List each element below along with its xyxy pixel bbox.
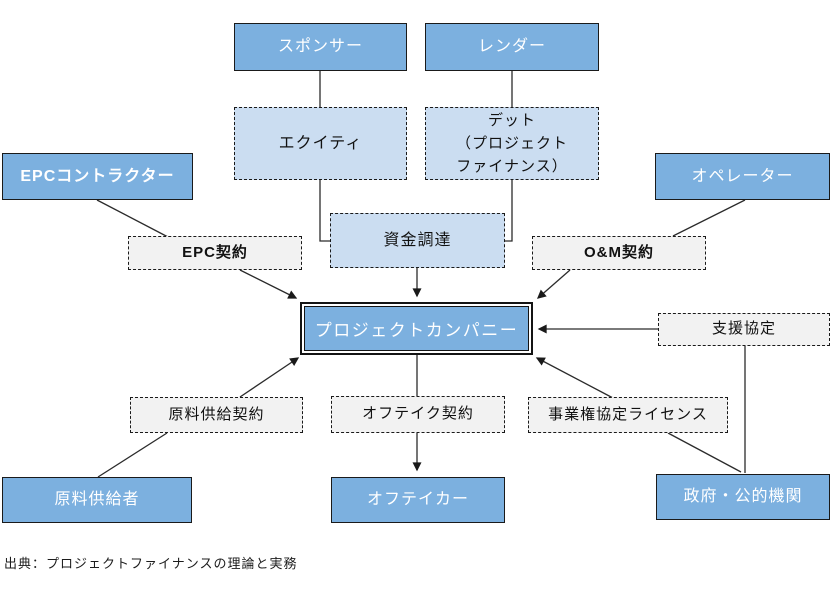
node-funding: 資金調達 — [330, 213, 505, 268]
node-offtake-contract: オフテイク契約 — [331, 396, 505, 433]
arrow-epccontract-company — [239, 269, 298, 299]
node-support-agreement: 支援協定 — [658, 313, 830, 346]
source-note: 出典：プロジェクトファイナンスの理論と実務 — [4, 556, 298, 571]
node-project-company: プロジェクトカンパニー — [300, 302, 533, 355]
node-government: 政府・公的機関 — [656, 474, 830, 520]
connector-license-government — [667, 432, 742, 473]
arrow-license-company — [535, 357, 614, 399]
node-project-company-label: プロジェクトカンパニー — [304, 306, 529, 351]
node-debt-line2: （プロジェクト — [455, 135, 568, 152]
node-supplier: 原料供給者 — [2, 477, 192, 523]
node-supply-contract: 原料供給契約 — [130, 397, 303, 433]
connector-operator-omcontract — [672, 199, 746, 237]
connector-debt-funding — [505, 180, 513, 242]
node-lender: レンダー — [425, 23, 599, 71]
node-operator: オペレーター — [655, 153, 830, 200]
arrow-omcontract-company — [536, 269, 571, 299]
node-debt-line3: ファイナンス） — [456, 158, 568, 175]
node-equity: エクイティ — [234, 107, 407, 180]
node-epc-contract: EPC契約 — [128, 236, 302, 270]
connector-equity-funding — [319, 180, 330, 242]
node-om-contract: O&M契約 — [532, 236, 706, 270]
node-license: 事業権協定ライセンス — [528, 397, 728, 433]
connector-epccontractor-epccontract — [96, 199, 169, 238]
node-debt: デット （プロジェクト ファイナンス） — [425, 107, 599, 180]
node-sponsor: スポンサー — [234, 23, 407, 71]
node-offtaker: オフテイカー — [331, 477, 505, 523]
node-epc-contractor: EPCコントラクター — [2, 153, 193, 200]
arrow-supplycontract-company — [239, 357, 300, 398]
node-debt-line1: デット — [487, 112, 536, 129]
connector-supplycontract-supplier — [97, 432, 168, 478]
